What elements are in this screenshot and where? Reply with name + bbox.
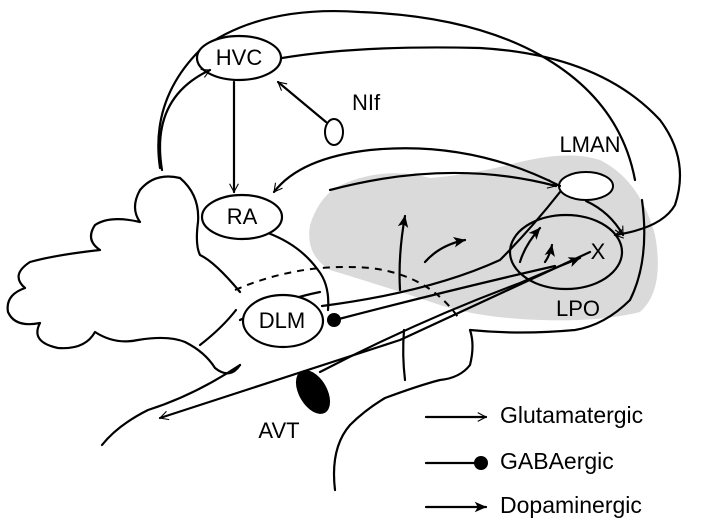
lman-label: LMAN <box>559 132 620 157</box>
lman-to-ra-arrow <box>272 147 562 194</box>
avt-to-lpo-arrow <box>423 237 467 264</box>
avt-to-x-arrow-1 <box>518 226 542 264</box>
dlm-nucleus <box>241 293 325 349</box>
legend-dopaminergic-label: Dopaminergic <box>500 492 642 518</box>
dopaminergic-projections <box>318 214 582 382</box>
gaba-terminal-dot <box>327 313 341 327</box>
lman-to-x-arrow <box>584 199 625 237</box>
avt-nucleus <box>295 370 331 414</box>
nif-to-hvc-arrow <box>276 80 328 124</box>
ra-nucleus <box>200 193 284 241</box>
nif-label: NIf <box>352 90 381 115</box>
thalamus-boundary <box>234 265 461 321</box>
lpo-label: LPO <box>556 296 600 321</box>
hvc-label: HVC <box>216 45 263 70</box>
brain-outline <box>6 9 646 492</box>
ra-recurrent-arrow <box>158 68 212 172</box>
dlm-label: DLM <box>259 308 305 333</box>
gabaergic-projection <box>327 264 557 327</box>
x-label: X <box>591 239 606 264</box>
avt-to-x-arrow-2 <box>318 256 582 374</box>
ra-label: RA <box>227 204 258 229</box>
avt-to-x-arrow-3 <box>543 243 555 264</box>
legend-glutamatergic-label: Glutamatergic <box>500 402 643 428</box>
glutamatergic-projections <box>158 46 682 421</box>
legend: Glutamatergic GABAergic Dopaminergic <box>424 402 643 518</box>
nif-nucleus <box>324 118 344 146</box>
legend-gabaergic-label: GABAergic <box>500 448 614 474</box>
ra-to-lman-arrow <box>328 171 558 192</box>
hvc-to-x-arrow <box>280 46 682 239</box>
avt-to-area-arrow <box>397 214 409 292</box>
ra-to-brainstem-arrow <box>158 250 592 421</box>
dlm-to-lman-arrow <box>320 190 562 308</box>
x-nucleus <box>508 213 624 291</box>
lman-nucleus <box>558 171 614 201</box>
avt-label: AVT <box>258 418 299 443</box>
